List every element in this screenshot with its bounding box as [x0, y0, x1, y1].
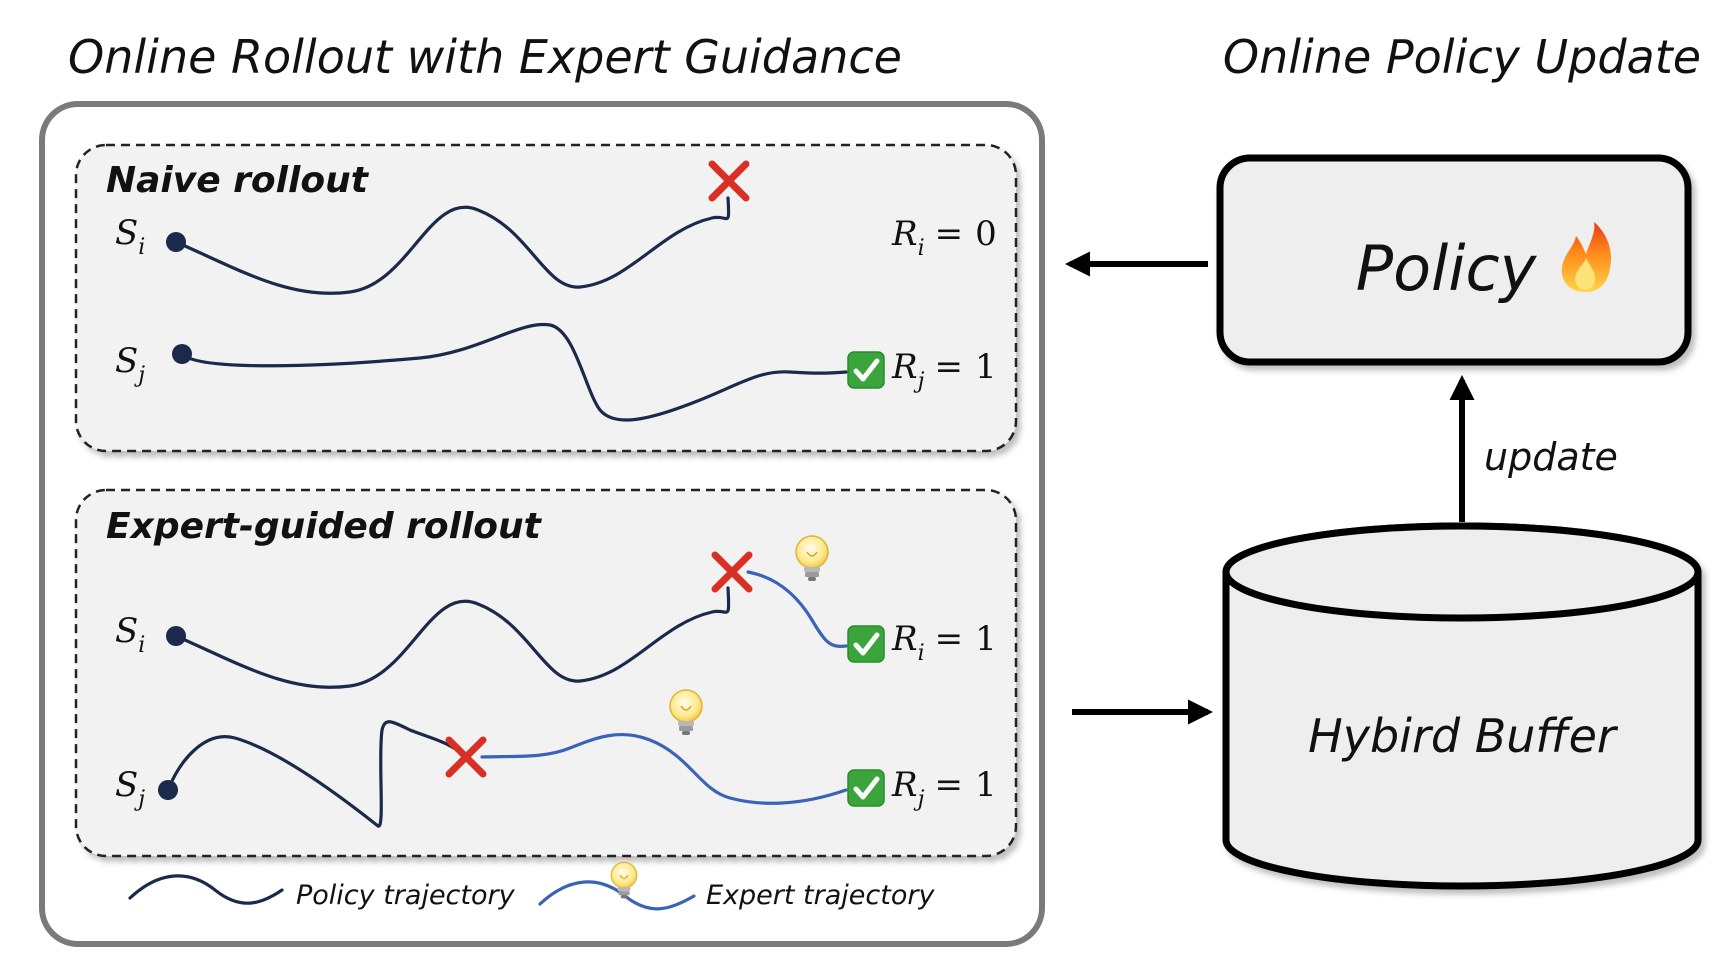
- update-label: update: [1484, 435, 1618, 479]
- legend-expert-label: Expert trajectory: [706, 880, 935, 911]
- hybrid-buffer-label: Hybird Buffer: [1308, 709, 1619, 763]
- guided-success-check-icon-j: [848, 770, 884, 806]
- legend-policy-label: Policy trajectory: [296, 880, 516, 911]
- policy-box: Policy: [1216, 154, 1692, 366]
- left-section-title: Online Rollout with Expert Guidance: [68, 30, 902, 84]
- naive-rollout-panel: Naive rollout Si Ri=0 Sj Rj=1: [74, 143, 1018, 453]
- policy-label: Policy: [1356, 232, 1538, 305]
- guided-policy-trajectory-j: [166, 720, 468, 828]
- hybrid-buffer-cylinder: [1222, 522, 1702, 890]
- naive-policy-trajectory-j: [180, 322, 848, 422]
- guided-reward-j: Rj=1: [891, 765, 997, 812]
- guided-success-check-icon-i: [848, 626, 884, 662]
- expert-guided-rollout-panel: Expert-guided rollout Si Ri=1 Sj Rj=1: [74, 488, 1018, 858]
- naive-success-check-icon: [848, 352, 884, 388]
- guided-expert-trajectory-j: [480, 732, 848, 805]
- legend: Policy trajectory Expert trajectory: [128, 861, 935, 911]
- fire-icon: [1561, 222, 1612, 292]
- naive-reward-i: Ri=0: [891, 214, 997, 261]
- right-section-title: Online Policy Update: [1223, 30, 1701, 84]
- naive-state-i: Si: [115, 213, 145, 260]
- guided-reward-i: Ri=1: [891, 619, 997, 666]
- guided-policy-trajectory-i: [174, 586, 731, 689]
- guided-expert-trajectory-i: [746, 570, 848, 648]
- naive-reward-j: Rj=1: [891, 347, 997, 394]
- naive-panel-title: Naive rollout: [106, 160, 370, 201]
- guided-panel-title: Expert-guided rollout: [106, 506, 543, 547]
- legend-policy-swatch: [128, 874, 284, 905]
- guided-state-i: Si: [115, 611, 145, 658]
- naive-policy-trajectory-i: [174, 196, 731, 295]
